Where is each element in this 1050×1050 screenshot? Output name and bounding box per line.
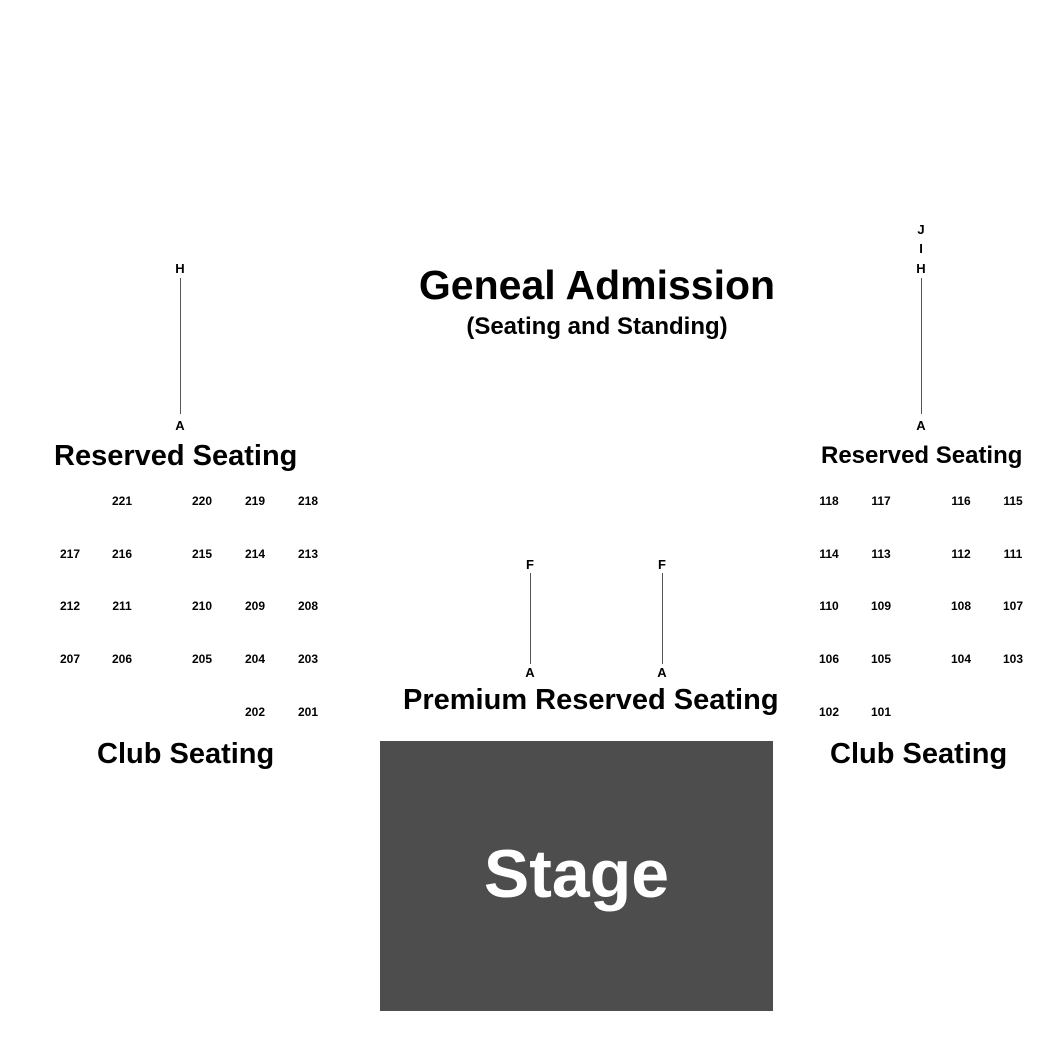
left-row-top-label: H <box>175 261 185 276</box>
left-row-range-line <box>180 278 181 414</box>
section-115[interactable]: 115 <box>1003 494 1023 508</box>
section-107[interactable]: 107 <box>1002 599 1024 613</box>
section-216[interactable]: 216 <box>111 547 133 561</box>
section-214[interactable]: 214 <box>244 547 266 561</box>
section-101[interactable]: 101 <box>870 705 892 719</box>
section-215[interactable]: 215 <box>191 547 213 561</box>
section-106[interactable]: 106 <box>818 652 840 666</box>
left-reserved-seating-label[interactable]: Reserved Seating <box>54 440 298 472</box>
section-213[interactable]: 213 <box>297 547 319 561</box>
section-201[interactable]: 201 <box>297 705 319 719</box>
left-club-seating-label[interactable]: Club Seating <box>97 738 275 770</box>
general-admission-title: Geneal Admission <box>418 262 776 308</box>
section-105[interactable]: 105 <box>870 652 892 666</box>
section-111[interactable]: 111 <box>1003 547 1023 561</box>
section-108[interactable]: 108 <box>950 599 972 613</box>
section-219[interactable]: 219 <box>244 494 266 508</box>
premium-right-row-range-line <box>662 573 663 664</box>
right-row-range-line <box>921 278 922 414</box>
premium-left-row-bottom-label: A <box>525 665 535 680</box>
section-113[interactable]: 113 <box>871 547 891 561</box>
premium-left-row-top-label: F <box>526 557 534 572</box>
section-217[interactable]: 217 <box>59 547 81 561</box>
right-row-top-label: H <box>916 261 926 276</box>
section-212[interactable]: 212 <box>59 599 81 613</box>
section-203[interactable]: 203 <box>297 652 319 666</box>
general-admission-subtitle: (Seating and Standing) <box>466 313 728 340</box>
section-118[interactable]: 118 <box>819 494 839 508</box>
section-116[interactable]: 116 <box>951 494 971 508</box>
stage: Stage <box>380 741 773 1011</box>
section-114[interactable]: 114 <box>819 547 839 561</box>
section-218[interactable]: 218 <box>297 494 319 508</box>
section-102[interactable]: 102 <box>818 705 840 719</box>
section-221[interactable]: 221 <box>111 494 133 508</box>
section-202[interactable]: 202 <box>244 705 266 719</box>
section-110[interactable]: 110 <box>819 599 839 613</box>
premium-reserved-seating-label[interactable]: Premium Reserved Seating <box>403 684 779 716</box>
section-220[interactable]: 220 <box>191 494 213 508</box>
premium-right-row-bottom-label: A <box>657 665 667 680</box>
section-103[interactable]: 103 <box>1002 652 1024 666</box>
section-208[interactable]: 208 <box>297 599 319 613</box>
right-club-seating-label[interactable]: Club Seating <box>830 738 1008 770</box>
section-207[interactable]: 207 <box>59 652 81 666</box>
right-row-bottom-label: A <box>916 418 926 433</box>
stage-label: Stage <box>483 835 670 912</box>
section-112[interactable]: 112 <box>951 547 971 561</box>
left-row-bottom-label: A <box>175 418 185 433</box>
premium-right-row-top-label: F <box>658 557 666 572</box>
premium-left-row-range-line <box>530 573 531 664</box>
section-206[interactable]: 206 <box>111 652 133 666</box>
section-205[interactable]: 205 <box>191 652 213 666</box>
section-210[interactable]: 210 <box>191 599 213 613</box>
section-204[interactable]: 204 <box>244 652 266 666</box>
section-117[interactable]: 117 <box>871 494 891 508</box>
right-row-i-label: I <box>919 241 923 256</box>
section-209[interactable]: 209 <box>244 599 266 613</box>
section-109[interactable]: 109 <box>870 599 892 613</box>
section-104[interactable]: 104 <box>950 652 972 666</box>
right-reserved-seating-label[interactable]: Reserved Seating <box>821 442 1023 469</box>
right-row-j-label: J <box>917 222 925 237</box>
section-211[interactable]: 211 <box>112 599 132 613</box>
